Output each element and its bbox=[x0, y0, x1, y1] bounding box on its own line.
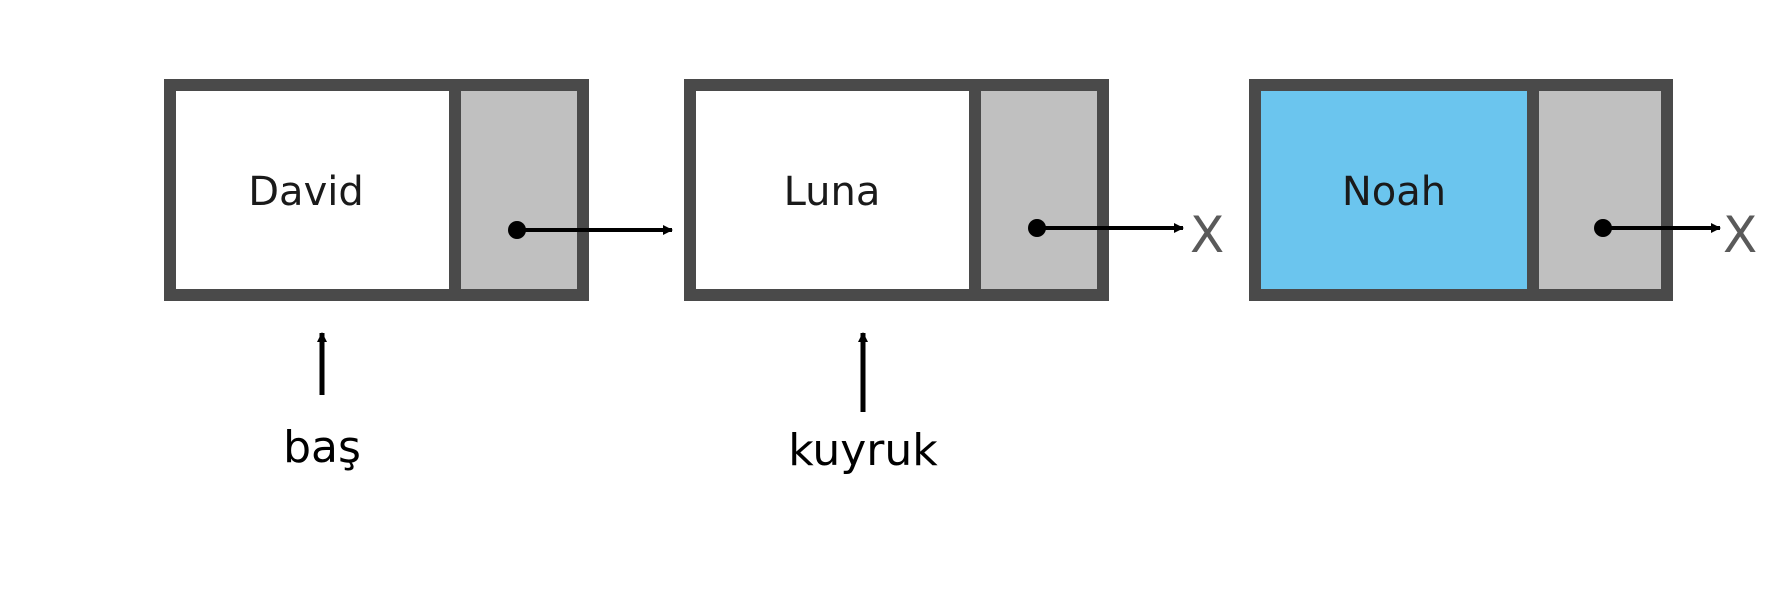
list-node-2: Luna X bbox=[684, 79, 1224, 301]
node-3-name: Noah bbox=[1342, 169, 1446, 215]
node-3-pointer-cell bbox=[1527, 79, 1673, 301]
node-2-name: Luna bbox=[784, 169, 881, 215]
node-2-null-marker: X bbox=[1190, 206, 1224, 264]
node-1-name: David bbox=[248, 169, 364, 215]
node-3-null-marker: X bbox=[1723, 206, 1757, 264]
node-2-data-cell bbox=[684, 79, 981, 301]
node-1-pointer-cell bbox=[449, 79, 589, 301]
list-node-1: David bbox=[164, 79, 673, 301]
head-pointer: baş bbox=[283, 332, 361, 473]
tail-label: kuyruk bbox=[788, 425, 938, 476]
head-label: baş bbox=[283, 422, 361, 473]
tail-pointer: kuyruk bbox=[788, 332, 938, 476]
node-1-data-cell bbox=[164, 79, 461, 301]
node-2-pointer-cell bbox=[969, 79, 1109, 301]
list-node-3: Noah X bbox=[1249, 79, 1757, 301]
